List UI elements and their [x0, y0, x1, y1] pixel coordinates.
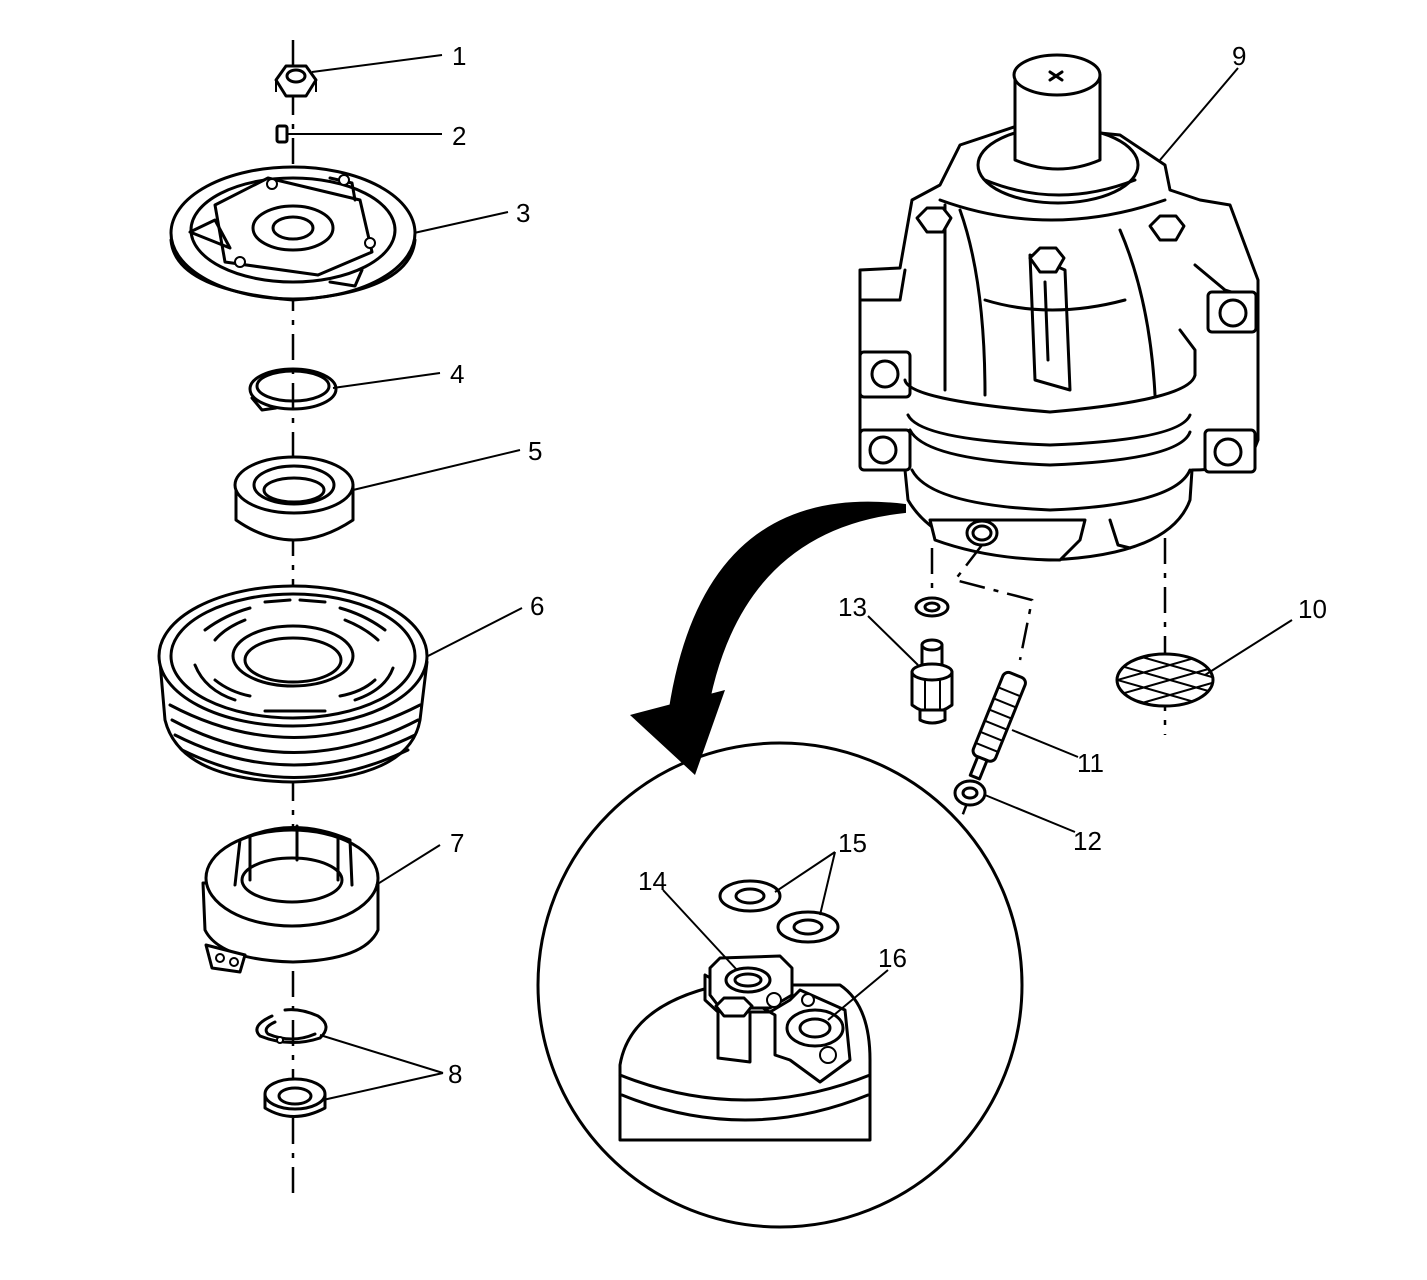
centerline-relief-valve-axis [952, 544, 1034, 661]
part-field-coil [201, 824, 380, 974]
part-pulley [157, 584, 429, 784]
part-seal [263, 1077, 327, 1118]
part-screen [1115, 652, 1215, 708]
part-nut [274, 64, 318, 98]
callout-11: 11 [1077, 748, 1104, 778]
callout-6: 6 [530, 591, 544, 621]
part-snap-ring [255, 1008, 328, 1044]
callout-12: 12 [1073, 826, 1102, 856]
part-relief-valve [968, 670, 1027, 781]
detail-arrow [630, 501, 906, 775]
callout-2: 2 [452, 121, 466, 151]
callout-4: 4 [450, 359, 464, 389]
part-key [275, 124, 289, 144]
detail-view-circle [536, 741, 1024, 1229]
callout-labels: 1 2 3 4 5 6 7 8 9 10 11 12 13 14 15 16 [448, 41, 1327, 1089]
leader-lines [287, 54, 1293, 1101]
callout-5: 5 [528, 436, 542, 466]
callout-3: 3 [516, 198, 530, 228]
callout-13: 13 [838, 592, 867, 622]
callout-1: 1 [452, 41, 466, 71]
callout-14: 14 [638, 866, 667, 896]
callout-9: 9 [1232, 41, 1246, 71]
callout-15: 15 [838, 828, 867, 858]
part-bearing [233, 455, 355, 542]
part-retaining-ring-upper [248, 367, 338, 412]
part-clutch-plate-hub [169, 165, 417, 302]
part-valve-o-ring [953, 779, 987, 807]
part-compressor-body [858, 53, 1260, 562]
callout-10: 10 [1298, 594, 1327, 624]
callout-8: 8 [448, 1059, 462, 1089]
callout-7: 7 [450, 828, 464, 858]
part-fitting [910, 596, 954, 725]
callout-16: 16 [878, 943, 907, 973]
